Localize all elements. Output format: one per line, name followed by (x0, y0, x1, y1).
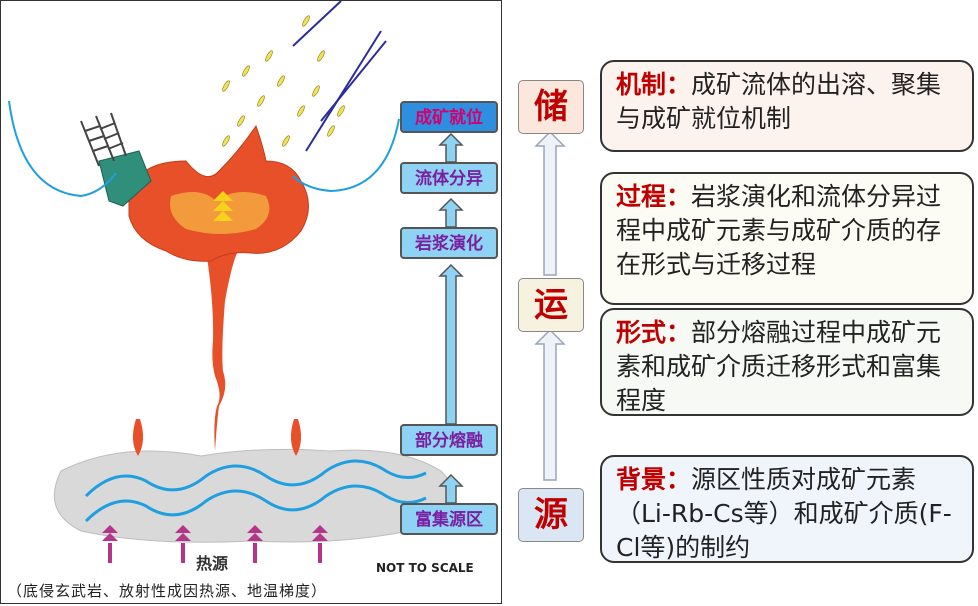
card-form-heading: 形式： (616, 318, 692, 347)
flow-step-partial-melting: 部分熔融 (400, 424, 498, 456)
card-background: 背景：源区性质对成矿元素（Li-Rb-Cs等）和成矿介质(F-Cl等)的制约 (600, 455, 974, 563)
card-background-text: 源区性质对成矿元素（Li-Rb-Cs等）和成矿介质(F-Cl等)的制约 (616, 465, 952, 562)
stage-arrow (534, 130, 566, 276)
flow-arrow (438, 197, 464, 228)
wave-line-lower (84, 484, 427, 523)
side-curve-right (292, 118, 400, 193)
card-background-heading: 背景： (616, 465, 692, 494)
flow-step-emplacement: 成矿就位 (400, 101, 498, 133)
stage-storage: 储 (518, 80, 584, 134)
wall-rock-ladder (80, 112, 127, 167)
dike-lines (292, 1, 387, 152)
heat-source-label: 热源 (196, 554, 229, 573)
heat-arrow (175, 525, 191, 563)
magma-chamber (128, 124, 309, 262)
heat-arrow (247, 525, 263, 563)
card-process-heading: 过程： (616, 182, 692, 211)
card-form: 形式：部分熔融过程中成矿元素和成矿介质迁移形式和富集程度 (600, 308, 974, 416)
flow-step-enriched-source: 富集源区 (400, 503, 498, 535)
heat-arrows (102, 525, 328, 563)
heat-source-caption: （底侵玄武岩、放射性成因热源、地温梯度） (7, 582, 328, 600)
heat-arrow (102, 525, 118, 563)
flow-step-magma-evolution: 岩浆演化 (400, 227, 498, 259)
card-process-text: 岩浆演化和流体分异过程中成矿元素与成矿介质的存在形式与迁移过程 (616, 182, 942, 279)
stage-arrow (534, 328, 566, 481)
melt-drop-left (132, 419, 144, 456)
stage-transport: 运 (518, 278, 584, 332)
wave-line-upper (84, 459, 427, 498)
magma-system-illustration (8, 1, 455, 563)
not-to-scale-label: NOT TO SCALE (376, 561, 474, 575)
side-curve-left (8, 100, 117, 198)
flow-arrow (438, 133, 464, 163)
card-mechanism-text: 成矿流体的出溶、聚集与成矿就位机制 (616, 70, 942, 133)
heat-arrow (312, 525, 328, 563)
fluid-streaks (222, 15, 345, 147)
flow-arrow (438, 473, 464, 503)
fluid-upflow-arrow (213, 191, 233, 221)
chamber-core (170, 192, 270, 234)
stage-arrows (534, 130, 566, 481)
wall-rock-block (98, 150, 152, 207)
flow-arrows (438, 133, 464, 503)
card-process: 过程：岩浆演化和流体分异过程中成矿元素与成矿介质的存在形式与迁移过程 (600, 172, 974, 305)
stage-source: 源 (518, 488, 584, 542)
geologic-model-panel: 成矿就位 流体分异 岩浆演化 部分熔融 富集源区 热源 NOT TO SCALE… (0, 0, 502, 604)
magma-conduit (206, 246, 241, 451)
melt-drop-right (290, 419, 302, 456)
card-form-text: 部分熔融过程中成矿元素和成矿介质迁移形式和富集程度 (616, 318, 942, 415)
card-mechanism-heading: 机制： (616, 70, 692, 99)
card-mechanism: 机制：成矿流体的出溶、聚集与成矿就位机制 (600, 60, 974, 152)
flow-arrow (438, 263, 464, 425)
flow-step-fluid-exsolution: 流体分异 (400, 162, 498, 194)
